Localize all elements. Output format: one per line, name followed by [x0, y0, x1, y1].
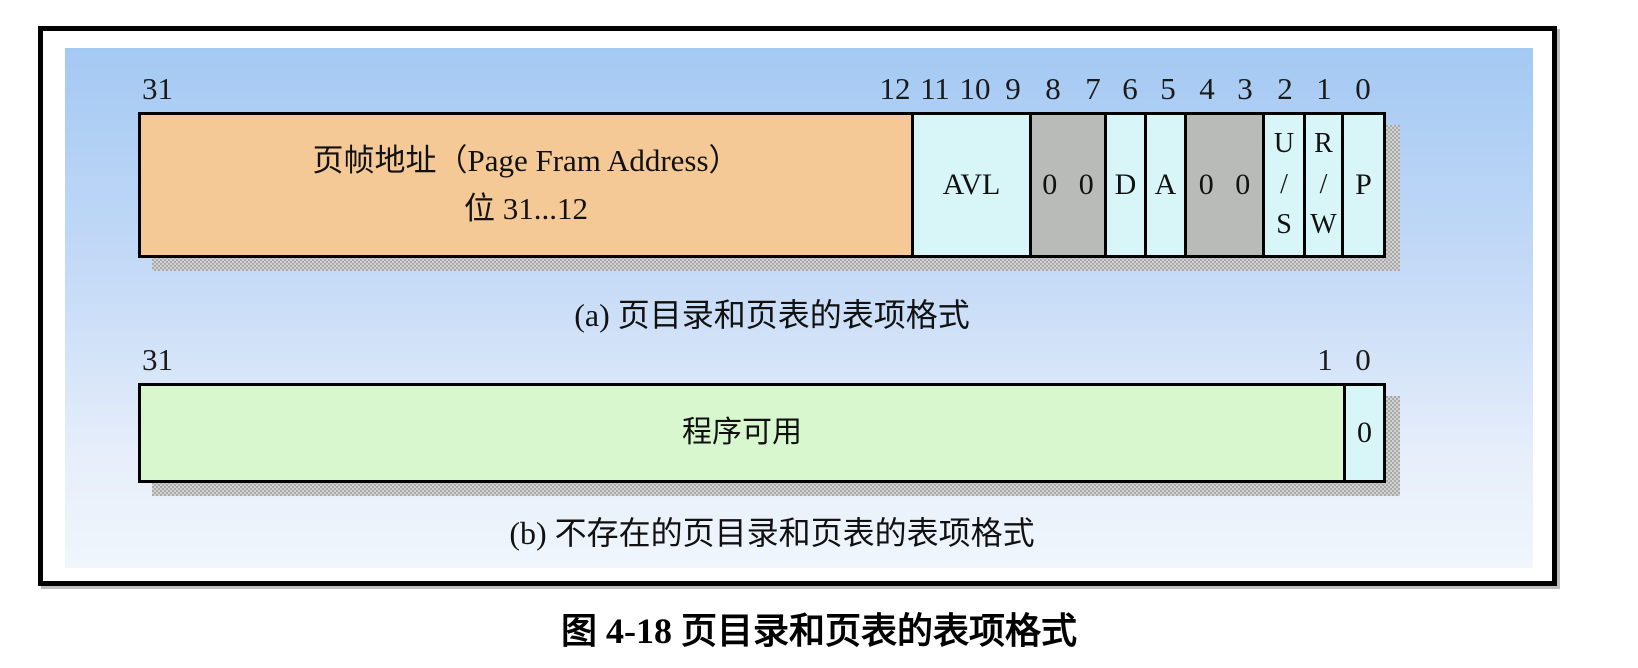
- bit-label-a-11: 11: [920, 71, 950, 106]
- bit-label-a-2: 2: [1277, 71, 1293, 106]
- bit-label-a-4: 4: [1199, 71, 1215, 106]
- caption-b: (b) 不存在的页目录和页表的表项格式: [509, 515, 1035, 551]
- bit-label-a-0: 0: [1355, 71, 1371, 106]
- bit-field-program-available: 程序可用: [141, 386, 1346, 480]
- bit-label-a-5: 5: [1160, 71, 1176, 106]
- bit-label-a-12: 12: [879, 71, 911, 106]
- entry-format-bar-a: 页帧地址（Page Fram Address） 位 31...12 AVL 0 …: [138, 112, 1386, 258]
- bit-label-a-31: 31: [142, 71, 173, 106]
- bit-field-page-frame-address: 页帧地址（Page Fram Address） 位 31...12: [141, 115, 914, 255]
- bit-label-a-3: 3: [1237, 71, 1253, 106]
- bit-field-dirty: D: [1107, 115, 1147, 255]
- bit-label-a-8: 8: [1045, 71, 1061, 106]
- bit-field-avl: AVL: [914, 115, 1032, 255]
- bit-label-a-1: 1: [1316, 71, 1332, 106]
- bit-label-a-6: 6: [1122, 71, 1138, 106]
- bit-field-read-write: R / W: [1306, 115, 1344, 255]
- caption-a: (a) 页目录和页表的表项格式: [574, 297, 970, 333]
- bit-field-present-zero: 0: [1346, 386, 1383, 480]
- bit-label-a-10: 10: [959, 71, 991, 106]
- bit-label-a-7: 7: [1085, 71, 1101, 106]
- bit-field-user-supervisor: U / S: [1265, 115, 1306, 255]
- entry-format-bar-b: 程序可用 0: [138, 383, 1386, 483]
- bit-field-present: P: [1344, 115, 1383, 255]
- bit-field-reserved-8-7: 0 0: [1032, 115, 1107, 255]
- bit-label-b-31: 31: [142, 342, 173, 377]
- figure-title: 图 4-18 页目录和页表的表项格式: [561, 611, 1077, 651]
- bit-label-a-9: 9: [1005, 71, 1021, 106]
- bit-field-reserved-4-3: 0 0: [1187, 115, 1265, 255]
- bit-field-accessed: A: [1147, 115, 1187, 255]
- bit-label-b-1: 1: [1317, 342, 1333, 377]
- bit-label-b-0: 0: [1355, 342, 1371, 377]
